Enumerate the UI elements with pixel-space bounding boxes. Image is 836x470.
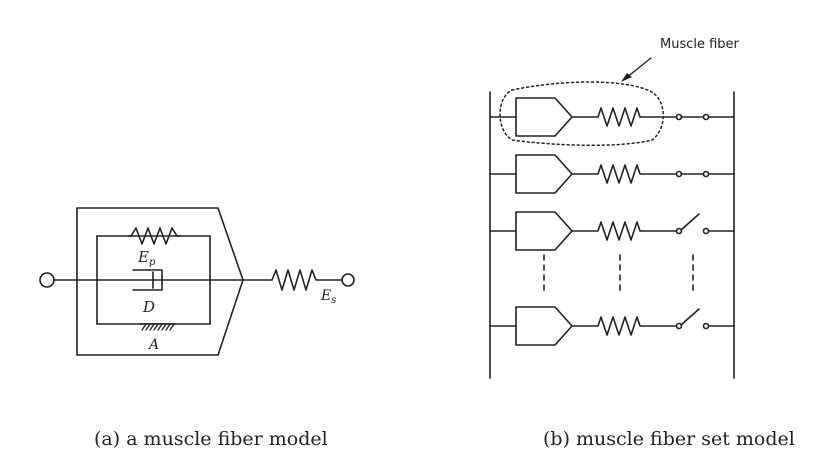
output-terminal	[341, 273, 355, 287]
fiber-unit	[515, 211, 573, 251]
input-terminal	[39, 272, 55, 288]
row-spring	[571, 221, 677, 241]
muscle-fiber-highlight	[499, 81, 664, 146]
row-spring	[571, 316, 677, 336]
fiber-row-4	[489, 306, 735, 346]
row-spring	[571, 107, 677, 127]
callout-arrow-line	[625, 57, 652, 79]
label-damper: D	[142, 298, 155, 316]
parallel-spring	[127, 227, 182, 245]
switch-open	[680, 308, 700, 326]
fiber-row-1	[489, 97, 735, 137]
caption-muscle-fiber-set-model: (b) muscle fiber set model	[543, 428, 795, 450]
fiber-unit	[515, 306, 573, 346]
label-ep: Ep	[137, 248, 156, 268]
fiber-row-3	[489, 211, 735, 251]
callout-arrow-head	[621, 73, 632, 82]
actuator-hatch	[141, 323, 175, 331]
fiber-row-2	[489, 154, 735, 194]
muscle-fiber-model-labels: Ep D A Es	[137, 248, 336, 353]
label-es: Es	[320, 288, 336, 306]
muscle-fiber-model	[39, 207, 355, 356]
muscle-fiber-set-model	[489, 57, 735, 379]
callout-label: Muscle fiber	[660, 37, 740, 52]
fiber-unit	[515, 97, 573, 137]
series-spring	[271, 269, 343, 291]
fiber-housing	[76, 207, 244, 356]
label-actuator: A	[147, 337, 159, 353]
caption-muscle-fiber-model: (a) a muscle fiber model	[94, 428, 328, 450]
ellipsis-dashes	[543, 254, 694, 293]
switch-open	[680, 213, 700, 231]
fiber-unit	[515, 154, 573, 194]
row-spring	[571, 164, 677, 184]
